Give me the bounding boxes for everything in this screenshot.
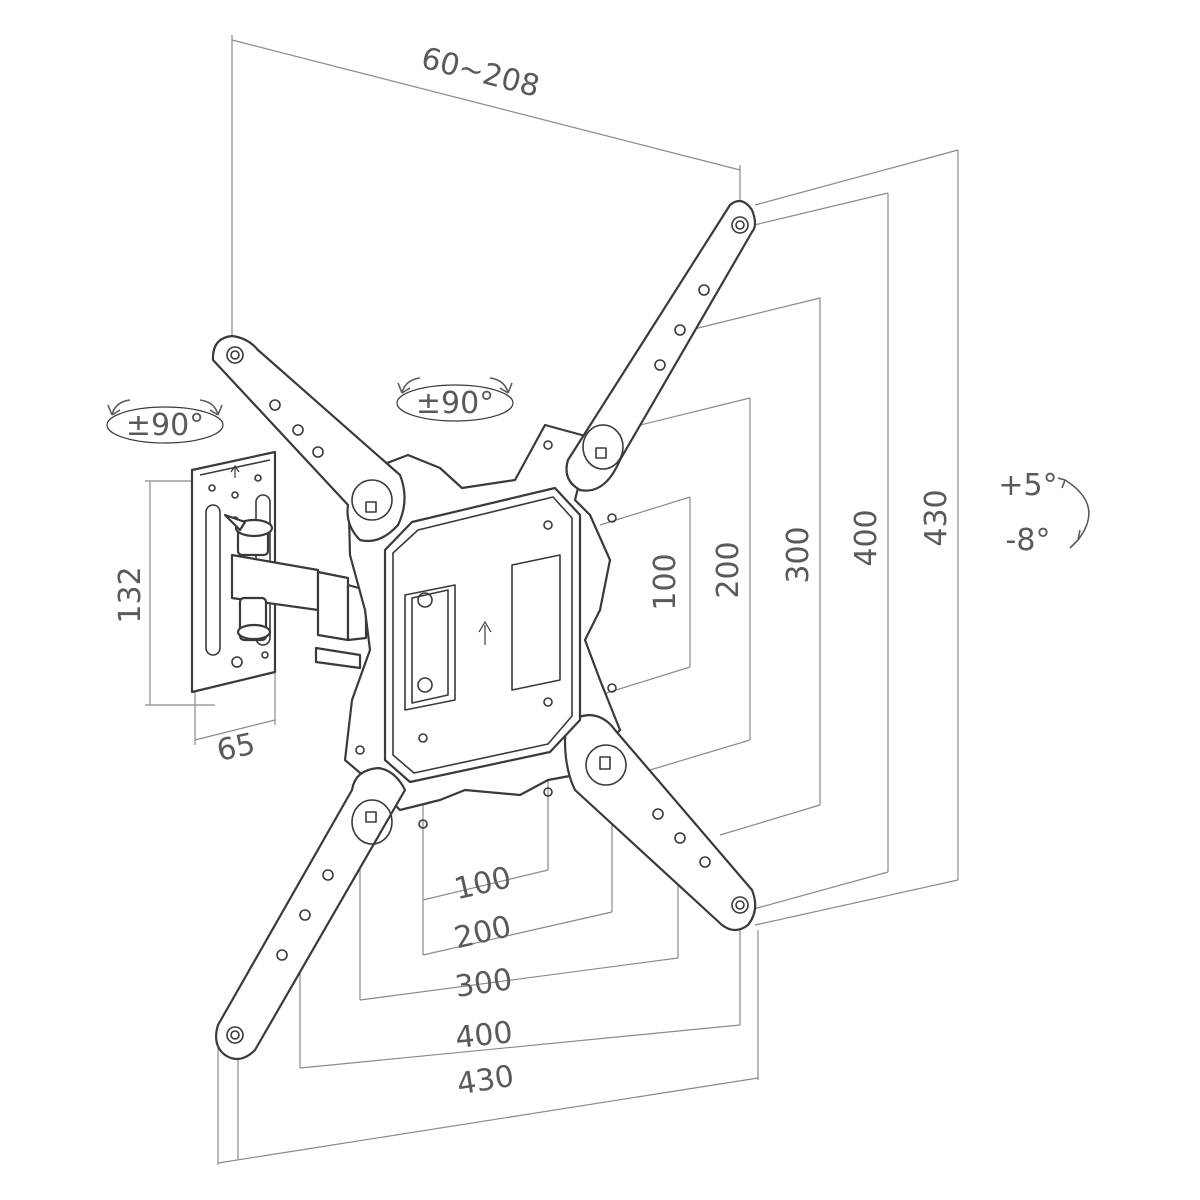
hdim-100-label: 100 [451, 860, 515, 907]
swivel-center-label: ±90° [416, 386, 494, 421]
center-plate [355, 440, 617, 829]
hdim-400-label: 400 [454, 1015, 515, 1056]
hdim-430-label: 430 [454, 1059, 516, 1103]
wallplate-height-label: 132 [113, 566, 148, 623]
swivel-arm [223, 513, 368, 670]
swivel-left-badge [106, 399, 224, 444]
swivel-left-label: ±90° [126, 408, 204, 443]
top-width-label: 60~208 [418, 41, 543, 105]
swivel-center-badge [396, 377, 514, 422]
vdim-300-label: 300 [781, 526, 816, 583]
vdim-100-label: 100 [648, 553, 683, 610]
dimension-lines [145, 35, 959, 1165]
hdim-300-label: 300 [453, 962, 515, 1005]
tilt-arrow [1057, 477, 1090, 549]
hdim-200-label: 200 [451, 909, 515, 956]
vdim-400-label: 400 [849, 509, 884, 566]
vdim-430-label: 430 [919, 489, 954, 546]
vesa-arms [211, 199, 757, 1061]
tilt-up-label: +5° [998, 468, 1057, 503]
wallplate-width-label: 65 [214, 727, 259, 769]
tilt-down-label: -8° [1006, 523, 1051, 558]
vdim-200-label: 200 [711, 541, 746, 598]
